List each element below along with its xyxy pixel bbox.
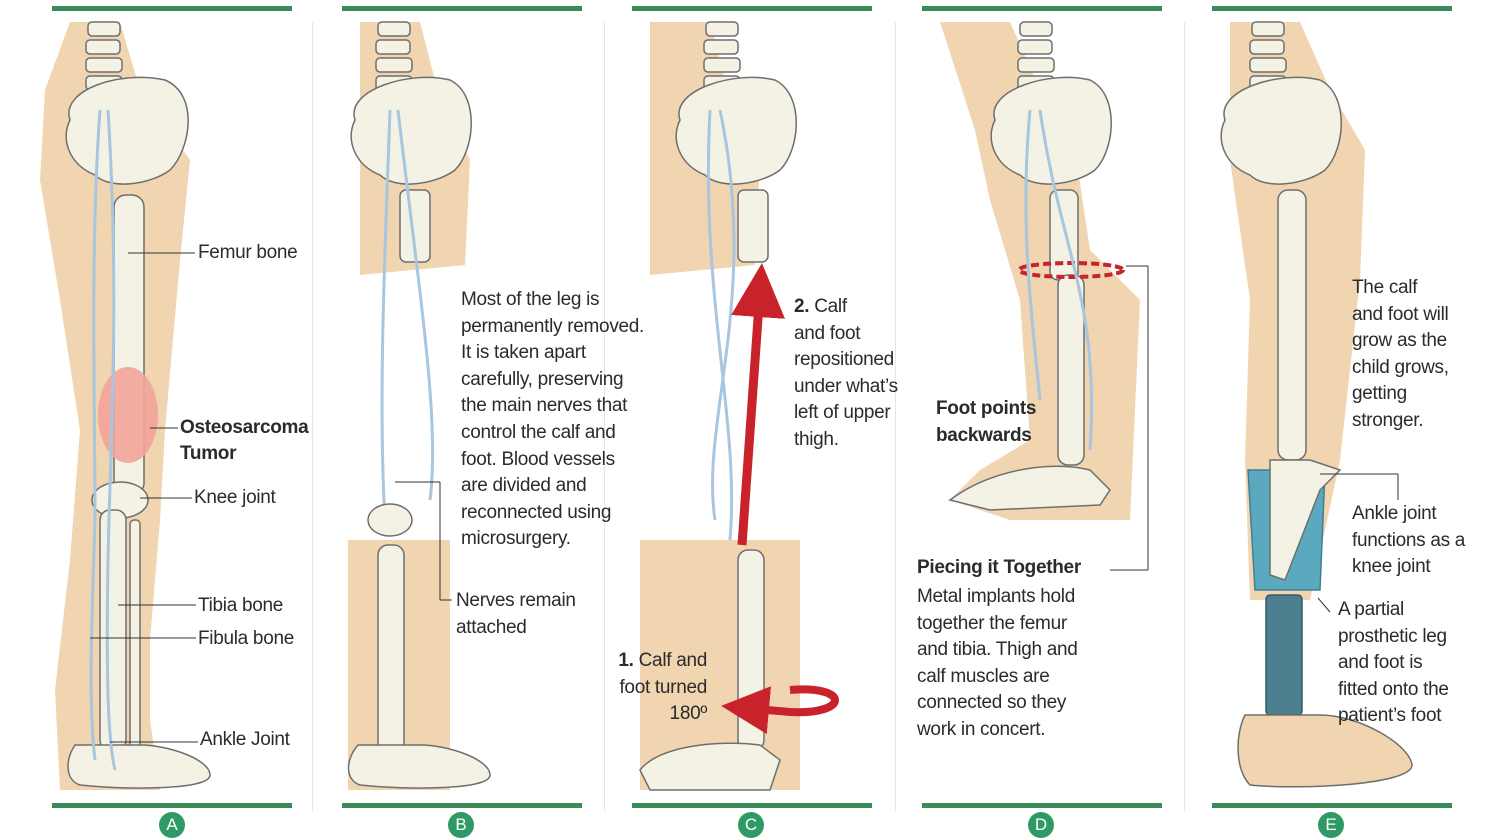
paragraph-line: reconnected using	[461, 500, 644, 527]
panel-e-femur	[1278, 190, 1306, 460]
knee-joint-label: Knee joint	[194, 485, 276, 511]
tibia-bone-label: Tibia bone	[198, 593, 283, 619]
panel-b-tibia	[378, 545, 404, 755]
ankle-joint-label: Ankle Joint	[200, 727, 290, 753]
calf-line: and foot will	[1352, 302, 1449, 329]
body-line: calf muscles are	[917, 664, 1078, 691]
step-1-number: 1.	[618, 650, 633, 671]
panel-c-tibia	[738, 550, 764, 750]
panel-a-foot	[68, 745, 210, 788]
panel-b-paragraph: Most of the leg is permanently removed. …	[461, 287, 644, 553]
panel-a-illustration	[40, 22, 210, 790]
paragraph-line: are divided and	[461, 473, 644, 500]
calf-grow-text: The calf and foot will grow as the child…	[1352, 275, 1449, 435]
paragraph-line: carefully, preserving	[461, 367, 644, 394]
panel-b-knee	[368, 504, 412, 536]
tumor-label-line1: Osteosarcoma	[180, 415, 308, 441]
step-2-line: under what’s	[794, 374, 898, 401]
nerves-line: Nerves remain	[456, 588, 576, 615]
paragraph-line: the main nerves that	[461, 393, 644, 420]
step-1-text: 1. Calf and foot turned 180º	[600, 648, 707, 728]
prosthetic-line: and foot is	[1338, 650, 1449, 677]
ankle-line: functions as a	[1352, 528, 1465, 555]
nerves-line: attached	[456, 615, 576, 642]
paragraph-line: Most of the leg is	[461, 287, 644, 314]
step-1-line: 1. Calf and	[600, 648, 707, 675]
fibula-bone-label: Fibula bone	[198, 626, 294, 652]
panel-e-prosthetic-pylon	[1266, 595, 1302, 715]
body-line: Metal implants hold	[917, 584, 1078, 611]
foot-line: backwards	[936, 423, 1036, 450]
nerves-remain-label: Nerves remain attached	[456, 588, 576, 641]
panel-b-foot	[348, 745, 490, 788]
prosthetic-line: prosthetic leg	[1338, 624, 1449, 651]
panel-b-pelvis	[351, 77, 471, 184]
panel-d-illustration	[940, 22, 1148, 570]
piecing-heading: Piecing it Together	[917, 555, 1081, 581]
femur-bone-label: Femur bone	[198, 240, 297, 266]
step-2-text: 2. Calf and foot repositioned under what…	[794, 294, 898, 454]
step-1-line: foot turned	[600, 675, 707, 702]
calf-line: stronger.	[1352, 408, 1449, 435]
paragraph-line: It is taken apart	[461, 340, 644, 367]
panel-d-tibia	[1058, 275, 1084, 465]
foot-line: Foot points	[936, 396, 1036, 423]
body-line: together the femur	[917, 611, 1078, 638]
panel-c-arrow-up	[742, 290, 760, 545]
prosthetic-line: A partial	[1338, 597, 1449, 624]
step-2-line: repositioned	[794, 347, 898, 374]
ankle-joint-text: Ankle joint functions as a knee joint	[1352, 501, 1465, 581]
calf-line: child grows,	[1352, 355, 1449, 382]
body-line: work in concert.	[917, 717, 1078, 744]
panel-a-tibia	[100, 510, 126, 750]
ankle-line: Ankle joint	[1352, 501, 1465, 528]
panel-a-pelvis	[66, 77, 188, 184]
body-line: and tibia. Thigh and	[917, 637, 1078, 664]
panel-a-tumor	[98, 367, 158, 463]
paragraph-line: foot. Blood vessels	[461, 447, 644, 474]
tumor-label-line2: Tumor	[180, 441, 236, 467]
panel-d-foot	[950, 466, 1110, 510]
ankle-line: knee joint	[1352, 554, 1465, 581]
prosthetic-line: fitted onto the	[1338, 677, 1449, 704]
paragraph-line: microsurgery.	[461, 526, 644, 553]
paragraph-line: control the calf and	[461, 420, 644, 447]
step-1-line: 180º	[600, 701, 707, 728]
foot-points-backwards: Foot points backwards	[936, 396, 1036, 449]
step-2-line: left of upper	[794, 400, 898, 427]
panel-e-pelvis	[1221, 77, 1341, 184]
step-2-number: 2.	[794, 296, 809, 317]
calf-line: getting	[1352, 381, 1449, 408]
step-2-line: thigh.	[794, 427, 898, 454]
calf-line: The calf	[1352, 275, 1449, 302]
piecing-body: Metal implants hold together the femur a…	[917, 584, 1078, 744]
prosthetic-line: patient’s foot	[1338, 703, 1449, 730]
calf-line: grow as the	[1352, 328, 1449, 355]
body-line: connected so they	[917, 690, 1078, 717]
paragraph-line: permanently removed.	[461, 314, 644, 341]
panel-a-fibula	[130, 520, 140, 750]
step-2-first: Calf	[814, 296, 847, 317]
panel-c-pelvis	[676, 77, 796, 184]
step-1-first: Calf and	[639, 650, 707, 671]
step-2-line: 2. Calf	[794, 294, 898, 321]
panel-c-femur-stump	[738, 190, 768, 262]
prosthetic-text: A partial prosthetic leg and foot is fit…	[1338, 597, 1449, 730]
step-2-line: and foot	[794, 321, 898, 348]
